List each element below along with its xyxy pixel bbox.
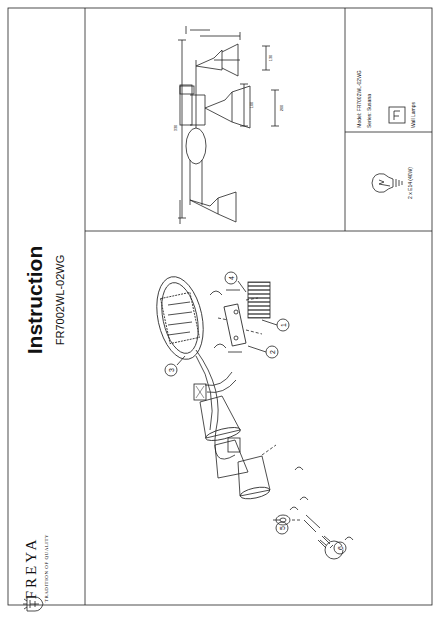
leader-line (177, 281, 333, 548)
dimension: 330 (174, 125, 178, 132)
callout-number: 6 (337, 546, 344, 550)
dimension: 100 (250, 102, 254, 109)
screw (290, 467, 353, 540)
divider (345, 8, 346, 231)
lamp-shade (215, 438, 271, 501)
category-text: Wall Lamps (411, 102, 416, 128)
subtitle: FR7002WL-02WG (55, 255, 66, 345)
divider (85, 231, 432, 232)
divider (85, 8, 86, 605)
brand-name: FREYA (24, 537, 39, 600)
callout-number: 3 (168, 368, 175, 372)
bulb-spec: 2 x E14 (40W) (408, 167, 413, 199)
dimension: 200 (280, 105, 284, 112)
dimension-drawing (178, 26, 279, 224)
divider (345, 132, 432, 133)
callout-number: 5 (279, 526, 286, 530)
assembly-arrow (218, 298, 300, 520)
series-text: Series: Susana (367, 94, 372, 128)
frame (8, 8, 432, 605)
callout-number: 2 (269, 350, 276, 354)
lamp-arm (205, 372, 236, 393)
brand-tagline: TRADITION OF QUALITY (44, 534, 49, 602)
dimension: 130 (269, 55, 273, 62)
wall-lamp-icon (394, 111, 400, 120)
lamp-shade (194, 384, 242, 443)
bulb-icon (372, 174, 402, 193)
bulb-socket (276, 515, 343, 559)
callout-number: 1 (280, 323, 287, 327)
wall-block (248, 282, 270, 318)
callout-circle (165, 272, 346, 554)
wall-plate (150, 272, 211, 363)
callout-number: 4 (228, 276, 235, 280)
title: Instruction (24, 246, 45, 355)
model-text: Model: FR7002WL-02WG (357, 70, 362, 128)
wall-lamp-icon (389, 107, 405, 123)
lamp-arm (196, 350, 235, 459)
mounting-bracket (210, 290, 246, 352)
